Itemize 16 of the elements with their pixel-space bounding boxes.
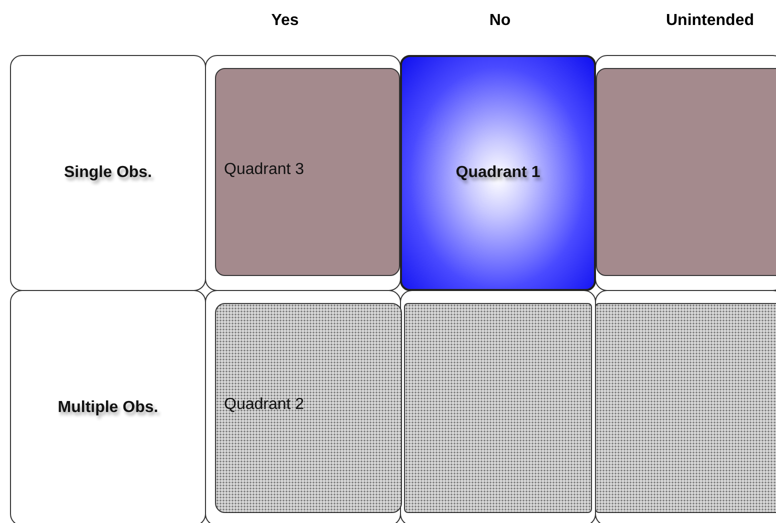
column-header: No xyxy=(488,12,512,31)
quadrant-label: Quadrant 3 xyxy=(224,161,304,179)
row-label: Multiple Obs. xyxy=(58,399,158,417)
quadrant-label: Quadrant 1 xyxy=(456,164,540,182)
column-header: Unintended xyxy=(665,12,755,31)
quadrant-box xyxy=(596,68,776,276)
column-header: Yes xyxy=(270,12,300,31)
row-header xyxy=(10,290,206,523)
quadrant-box xyxy=(404,303,592,513)
row-header xyxy=(10,55,206,291)
quadrant-label: Quadrant 2 xyxy=(224,396,304,414)
quadrant-box xyxy=(215,68,400,276)
quadrant-box xyxy=(215,303,402,513)
quadrant-box xyxy=(400,55,596,291)
row-label: Single Obs. xyxy=(64,164,152,182)
quadrant-box xyxy=(595,303,776,513)
